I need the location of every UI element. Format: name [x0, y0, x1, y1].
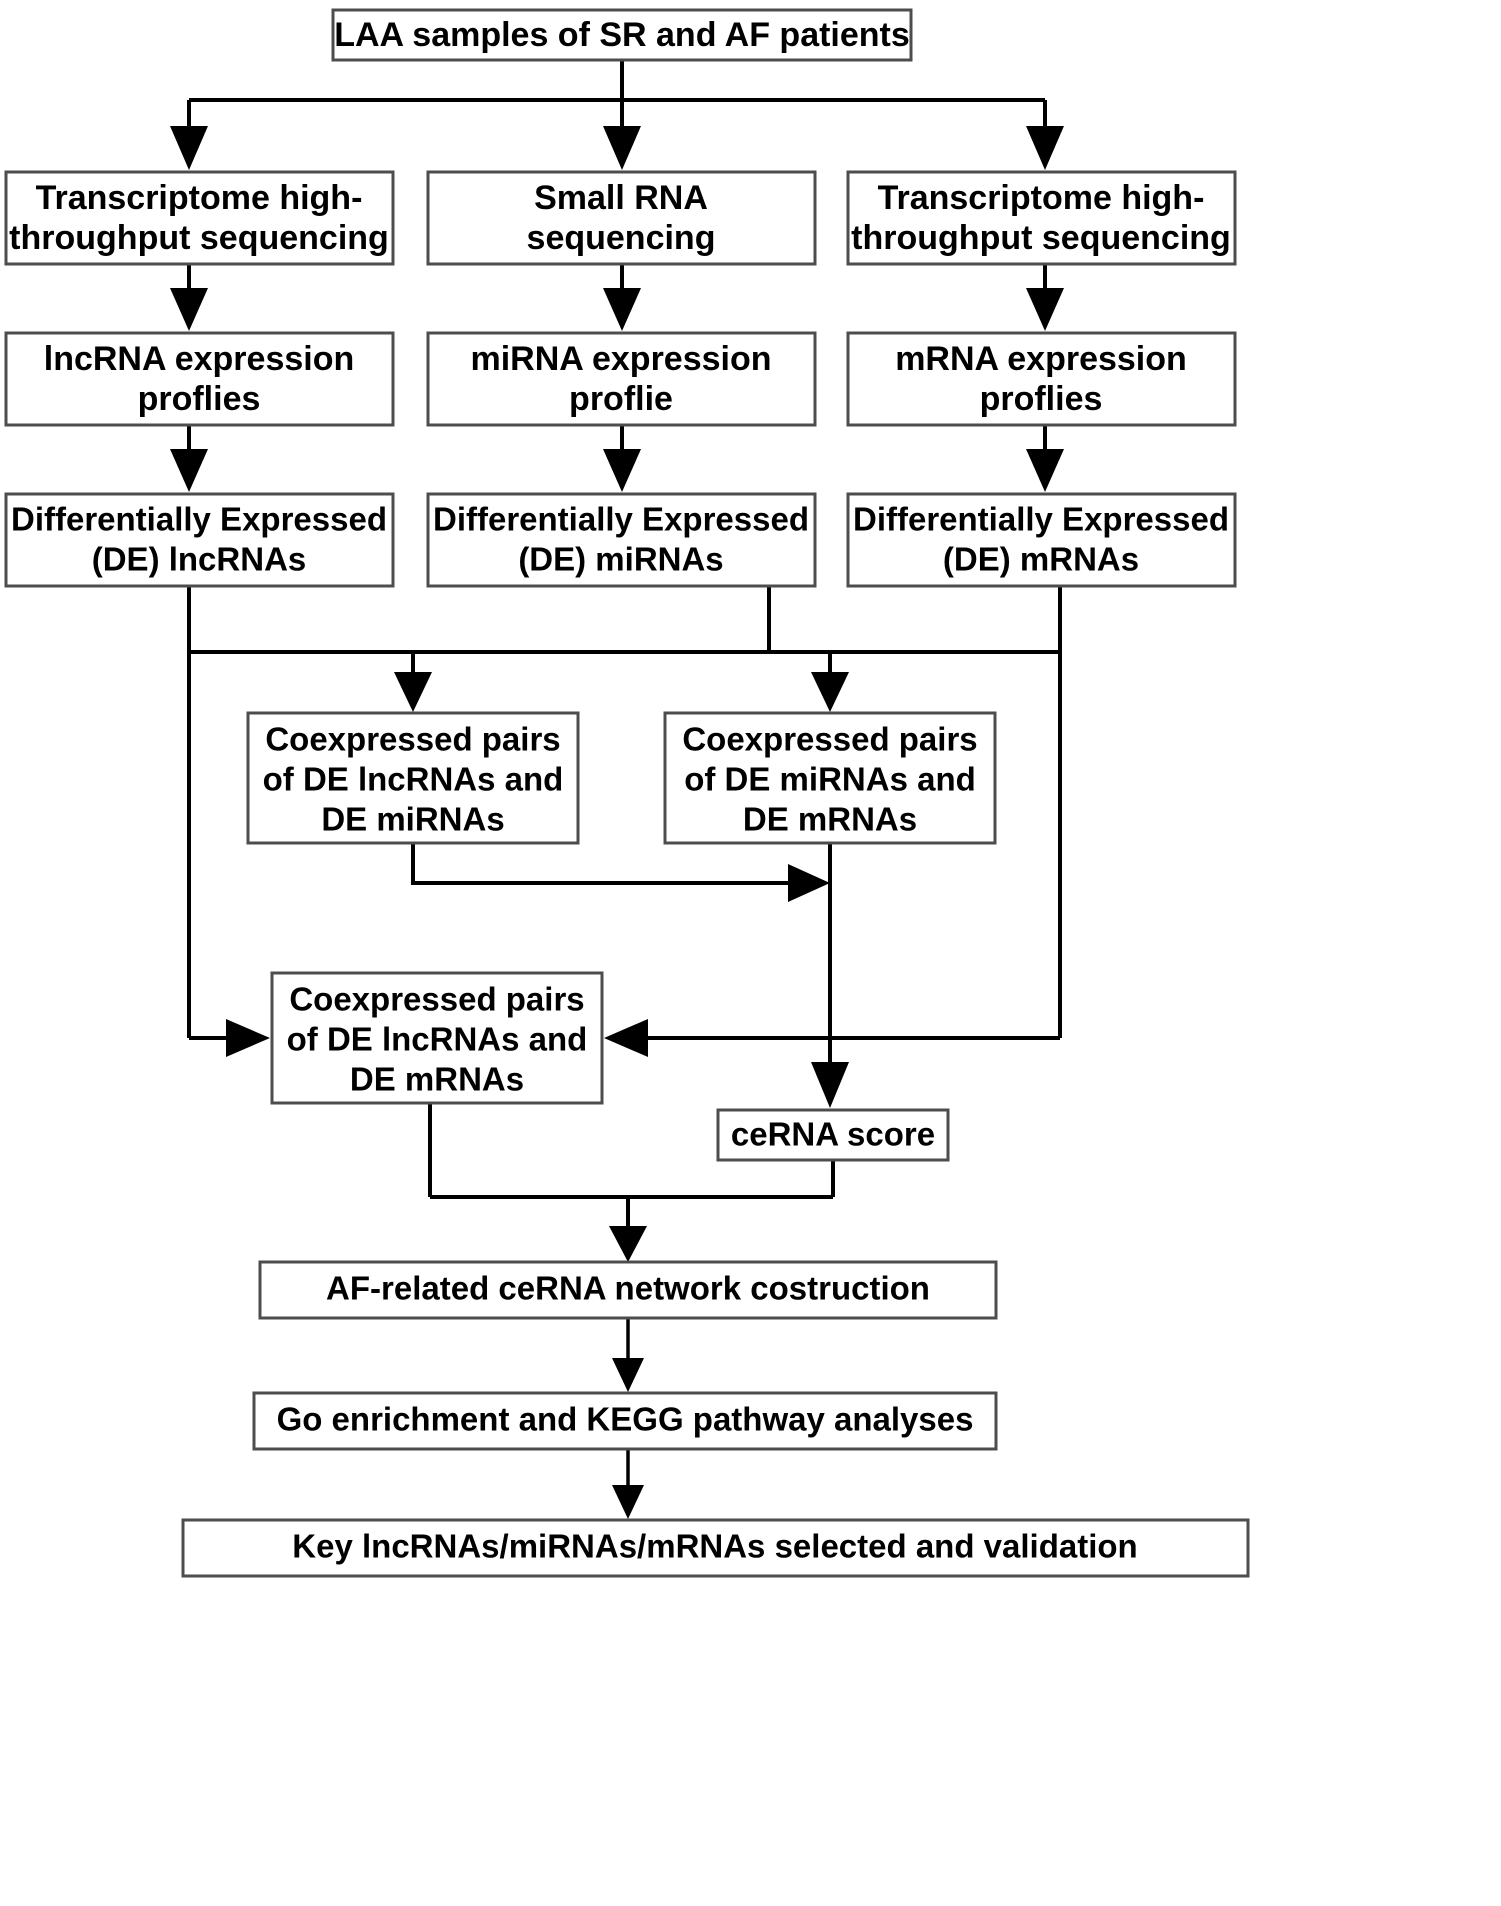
node-network-construction-label-0: AF-related ceRNA network costruction [326, 1270, 930, 1307]
node-coexp-lnc-mi-box [246, 711, 580, 845]
node-enrichment-box [252, 1391, 998, 1451]
arrowhead-bus-to-coexp-lnc-mi [394, 672, 432, 712]
node-de-mirnas-box [426, 492, 817, 588]
node-key-selection[interactable]: Key lncRNAs/miRNAs/mRNAs selected and va… [181, 1518, 1250, 1578]
node-coexp-mi-mrna-label-0: Coexpressed pairs [682, 721, 977, 758]
node-transcriptome-left-box [4, 170, 395, 266]
node-transcriptome-right[interactable]: Transcriptome high- throughput sequencin… [846, 170, 1237, 266]
node-smallrna-seq-label-0: Small RNA [534, 179, 708, 217]
node-coexp-lnc-mrna-label-2: DE mRNAs [350, 1061, 524, 1098]
node-samples-label-0: LAA samples of SR and AF patients [334, 16, 910, 54]
arrowhead-mirna-to-de [603, 449, 641, 492]
arrowhead-lnc-mi-to-stem [788, 864, 830, 902]
node-mirna-profile-box [426, 331, 817, 427]
node-coexp-lnc-mrna-box [270, 971, 604, 1105]
node-de-mrnas-box [846, 492, 1237, 588]
node-de-mirnas-label-1: (DE) miRNAs [518, 541, 723, 578]
connector-lnc-mi-to-stem [411, 843, 790, 885]
node-lncrna-profiles[interactable]: lncRNA expression proflies [4, 331, 395, 427]
node-de-lncrnas-box [4, 492, 395, 588]
node-de-mrnas-label-0: Differentially Expressed [853, 501, 1229, 538]
connector-layer [170, 60, 1064, 1519]
node-smallrna-seq[interactable]: Small RNA sequencing [426, 170, 817, 266]
node-cerna-score-label-0: ceRNA score [731, 1116, 935, 1153]
node-transcriptome-left-label-0: Transcriptome high- [36, 179, 363, 217]
arrowhead-samples-to-left [170, 126, 208, 170]
node-transcriptome-right-label-0: Transcriptome high- [878, 179, 1205, 217]
node-de-lncrnas-label-0: Differentially Expressed [11, 501, 387, 538]
arrowhead-left-rail-to-coexp [226, 1019, 270, 1057]
node-de-mrnas-label-1: (DE) mRNAs [943, 541, 1139, 578]
connector-samples-trunk [187, 60, 1047, 130]
node-mirna-profile-label-1: proflie [569, 380, 673, 418]
node-coexp-mi-mrna-box [663, 711, 997, 845]
node-mrna-profiles-box [846, 331, 1237, 427]
arrowhead-bus-to-coexp-mi-mrna [811, 672, 849, 712]
node-transcriptome-left[interactable]: Transcriptome high- throughput sequencin… [4, 170, 395, 266]
node-lncrna-profiles-box [4, 331, 395, 427]
node-cerna-score[interactable]: ceRNA score [716, 1108, 950, 1162]
arrowhead-join-to-network [609, 1226, 647, 1262]
arrowhead-samples-to-mid [603, 126, 641, 170]
arrowhead-samples-to-right [1026, 126, 1064, 170]
arrowhead-right-seq-to-mrna [1026, 288, 1064, 331]
arrowhead-mrna-to-de [1026, 449, 1064, 492]
node-enrichment-label-0: Go enrichment and KEGG pathway analyses [277, 1401, 974, 1438]
node-smallrna-seq-label-1: sequencing [527, 219, 716, 257]
node-de-mirnas-label-0: Differentially Expressed [433, 501, 809, 538]
node-samples-box [331, 8, 913, 62]
node-coexp-lnc-mi-label-0: Coexpressed pairs [265, 721, 560, 758]
node-coexp-lnc-mrna-label-0: Coexpressed pairs [289, 981, 584, 1018]
node-mrna-profiles[interactable]: mRNA expression proflies [846, 331, 1237, 427]
node-transcriptome-right-label-1: throughput sequencing [851, 219, 1231, 257]
node-enrichment[interactable]: Go enrichment and KEGG pathway analyses [252, 1391, 998, 1451]
node-smallrna-seq-box [426, 170, 817, 266]
node-transcriptome-left-label-1: throughput sequencing [9, 219, 389, 257]
node-coexp-lnc-mrna-label-1: of DE lncRNAs and [287, 1021, 588, 1058]
node-de-mirnas[interactable]: Differentially Expressed (DE) miRNAs [426, 492, 817, 588]
arrowhead-left-seq-to-lncrna [170, 288, 208, 331]
node-coexp-lnc-mi-label-2: DE miRNAs [321, 801, 504, 838]
arrowhead-network-to-enrichment [612, 1358, 644, 1392]
node-mirna-profile[interactable]: miRNA expression proflie [426, 331, 817, 427]
node-lncrna-profiles-label-0: lncRNA expression [44, 340, 355, 378]
node-network-construction-box [258, 1260, 998, 1320]
connector-join-to-network [428, 1103, 835, 1230]
arrowhead-lncrna-to-de [170, 449, 208, 492]
node-cerna-score-box [716, 1108, 950, 1162]
node-key-selection-label-0: Key lncRNAs/miRNAs/mRNAs selected and va… [292, 1528, 1137, 1565]
node-coexp-mi-mrna[interactable]: Coexpressed pairs of DE miRNAs and DE mR… [663, 711, 997, 845]
node-transcriptome-right-box [846, 170, 1237, 266]
node-coexp-mi-mrna-label-2: DE mRNAs [743, 801, 917, 838]
node-coexp-mi-mrna-label-1: of DE miRNAs and [684, 761, 976, 798]
node-key-selection-box [181, 1518, 1250, 1578]
node-coexp-lnc-mi-label-1: of DE lncRNAs and [263, 761, 564, 798]
node-samples[interactable]: LAA samples of SR and AF patients [331, 8, 913, 62]
node-coexp-lnc-mrna[interactable]: Coexpressed pairs of DE lncRNAs and DE m… [270, 971, 604, 1105]
arrowhead-enrichment-to-key [612, 1485, 644, 1519]
node-lncrna-profiles-label-1: proflies [138, 380, 261, 418]
arrowhead-mi-mrna-to-cerna-score [811, 1062, 849, 1108]
arrowhead-right-rail-to-coexp [604, 1019, 648, 1057]
node-de-mrnas[interactable]: Differentially Expressed (DE) mRNAs [846, 492, 1237, 588]
node-de-lncrnas[interactable]: Differentially Expressed (DE) lncRNAs [4, 492, 395, 588]
node-mrna-profiles-label-0: mRNA expression [895, 340, 1187, 378]
node-de-lncrnas-label-1: (DE) lncRNAs [92, 541, 307, 578]
node-mirna-profile-label-0: miRNA expression [470, 340, 771, 378]
node-network-construction[interactable]: AF-related ceRNA network costruction [258, 1260, 998, 1320]
node-mrna-profiles-label-1: proflies [980, 380, 1103, 418]
arrowhead-mid-seq-to-mirna [603, 288, 641, 331]
node-coexp-lnc-mi[interactable]: Coexpressed pairs of DE lncRNAs and DE m… [246, 711, 580, 845]
